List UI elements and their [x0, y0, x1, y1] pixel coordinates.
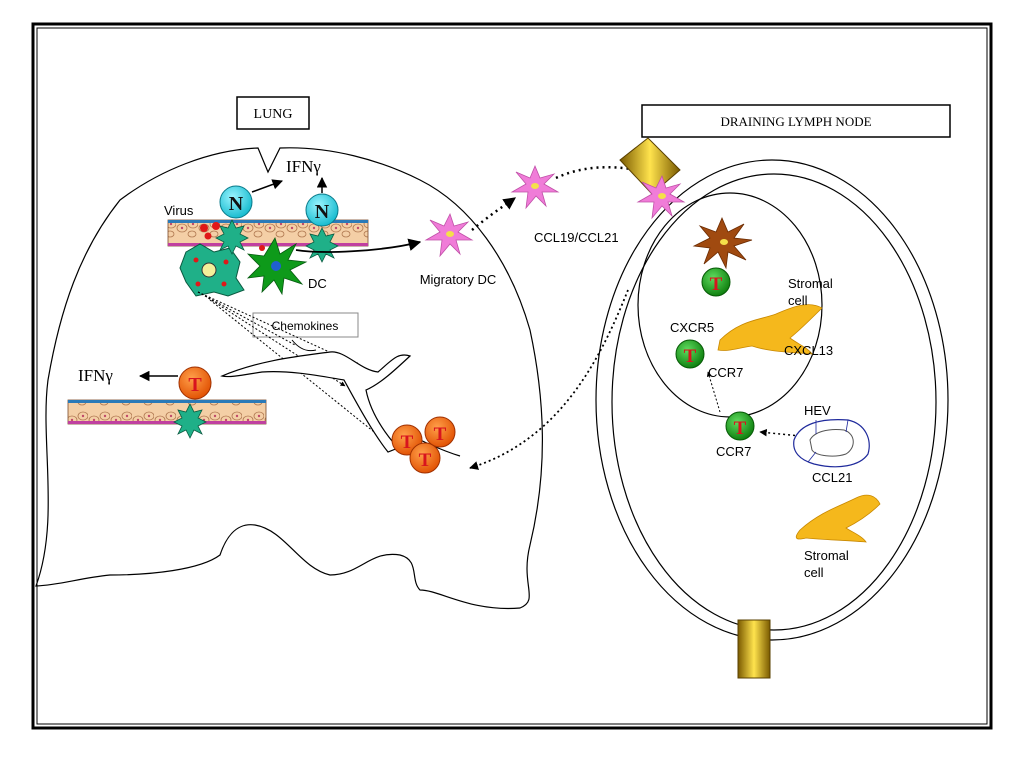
- t-cell-cluster: T T T: [391, 416, 456, 474]
- stromal-cell-bottom-label-1: Stromal: [804, 548, 849, 563]
- outer-frame: [31, 22, 993, 730]
- t-cell-cluster-letter-3: T: [419, 450, 432, 471]
- hev-label: HEV: [804, 403, 831, 418]
- lymph-node-capsule-inner: [611, 173, 937, 631]
- hev: [793, 419, 870, 468]
- neutrophil-ifng-arrow: [251, 179, 283, 193]
- t-cell-node-top-letter: T: [710, 274, 723, 295]
- chemokines-label: Chemokines: [272, 319, 339, 333]
- neutrophil-right-letter: N: [315, 201, 330, 223]
- migratory-dc-node: [636, 174, 686, 220]
- migratory-dc-label: Migratory DC: [420, 272, 497, 287]
- t-cell-cluster-letter-2: T: [401, 432, 414, 453]
- ccr7-mid-label: CCR7: [708, 365, 743, 380]
- dendritic-cell-lung: [246, 237, 308, 296]
- ccr7-low-label: CCR7: [716, 444, 751, 459]
- t-cell-to-follicle-arrow: [706, 371, 721, 413]
- t-cell-node-top: T: [701, 267, 731, 297]
- epithelium-upper: [167, 219, 369, 247]
- dc-transit-arrow-1: [471, 196, 517, 231]
- lymph-node-capsule-outer: [595, 159, 949, 641]
- stromal-cell-bottom: [795, 494, 881, 543]
- virus-label: Virus: [164, 203, 194, 218]
- t-cell-cluster-letter-1: T: [434, 424, 447, 445]
- hev-to-t-cell-arrow: [759, 428, 801, 437]
- epithelium-lower: [67, 399, 267, 425]
- afferent-lymphatic: [619, 137, 681, 195]
- efferent-lymphatic: [737, 619, 771, 679]
- t-cell-node-mid-letter: T: [684, 346, 697, 367]
- virus-particles: [200, 222, 265, 251]
- ifng-left-label: IFNγ: [78, 366, 113, 385]
- t-cell-lung-effector: T: [178, 366, 212, 400]
- inner-frame: [36, 27, 988, 725]
- lung-outline: [35, 147, 543, 610]
- t-cell-node-low-letter: T: [734, 418, 747, 439]
- migratory-dc-transit: [510, 164, 560, 210]
- dendritic-cell-node: [692, 216, 753, 270]
- t-cell-node-mid: T: [675, 339, 705, 369]
- stromal-cell-top-label-2: cell: [788, 293, 808, 308]
- neutrophil-right: N: [305, 193, 339, 227]
- ccl19-ccl21-label: CCL19/CCL21: [534, 230, 619, 245]
- t-cell-lung-effector-letter: T: [188, 374, 202, 396]
- ifng-top-label: IFNγ: [286, 157, 321, 176]
- neutrophil-left-letter: N: [229, 193, 244, 215]
- airway-vessel: [220, 351, 412, 453]
- dc-migration-arrow: [295, 238, 422, 253]
- t-cell-egress-arrow: [469, 289, 629, 470]
- ccl21-label: CCL21: [812, 470, 852, 485]
- infected-cell: [179, 243, 245, 297]
- cxcr5-label: CXCR5: [670, 320, 714, 335]
- stromal-cell-top-label-1: Stromal: [788, 276, 833, 291]
- stromal-cell-bottom-label-2: cell: [804, 565, 824, 580]
- dc-label: DC: [308, 276, 327, 291]
- cxcl13-label: CXCL13: [784, 343, 833, 358]
- migratory-dc-lung: [424, 212, 474, 258]
- chemokines-box: [252, 312, 359, 338]
- neutrophil-left: N: [219, 185, 253, 219]
- lymph-node-title: DRAINING LYMPH NODE: [720, 114, 871, 129]
- lung-title-box: [236, 96, 310, 130]
- stromal-cell-top: [717, 304, 823, 355]
- infected-burst-cells: [173, 219, 339, 439]
- lung-title: LUNG: [254, 107, 293, 122]
- t-cell-node-low: T: [725, 411, 755, 441]
- lymph-node-title-box: [641, 104, 951, 138]
- airway-small: [291, 339, 317, 352]
